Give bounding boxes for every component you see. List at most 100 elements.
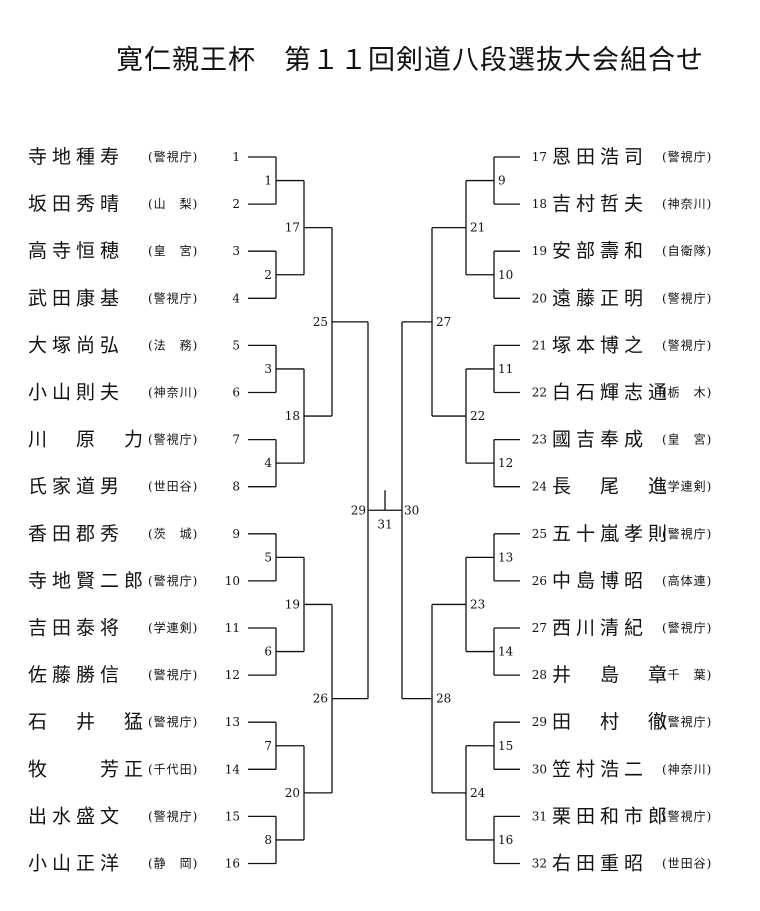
player-seed: 11 <box>225 621 240 635</box>
player-seed: 9 <box>232 527 240 541</box>
match-number: 6 <box>264 645 272 659</box>
match-number: 18 <box>285 409 300 423</box>
player-seed: 17 <box>532 150 547 164</box>
player-name: 長 尾 進 <box>552 476 672 498</box>
player-affiliation: (高体連) <box>662 573 712 588</box>
player-name: 大塚尚弘 <box>28 334 124 356</box>
player-seed: 14 <box>225 762 241 776</box>
player-affiliation: (警視庁) <box>148 714 198 729</box>
player-name: 牧 芳正 <box>28 758 148 780</box>
player-name: 小山則夫 <box>28 382 124 404</box>
match-number: 25 <box>313 315 328 329</box>
player-name: 安部壽和 <box>552 240 648 262</box>
player-seed: 16 <box>225 857 240 871</box>
player-seed: 31 <box>532 809 547 823</box>
player-affiliation: (警視庁) <box>662 526 712 541</box>
final-match-number: 31 <box>377 517 392 531</box>
player-name: 西川清紀 <box>552 617 648 639</box>
player-name: 恩田浩司 <box>552 146 648 168</box>
player-name: 坂田秀晴 <box>28 193 124 215</box>
player-affiliation: (警視庁) <box>662 714 712 729</box>
player-name: 右田重昭 <box>552 853 648 875</box>
player-seed: 18 <box>532 197 547 211</box>
player-name: 香田郡秀 <box>28 523 124 545</box>
player-name: 寺地種寿 <box>28 146 124 168</box>
player-name: 栗田和市郎 <box>552 805 672 827</box>
player-affiliation: (神奈川) <box>148 386 198 400</box>
match-number: 23 <box>470 597 485 611</box>
player-seed: 19 <box>532 244 547 258</box>
player-affiliation: (学連剣) <box>148 620 198 635</box>
match-number: 24 <box>470 786 486 800</box>
player-name: 白石輝志通 <box>552 382 672 404</box>
player-affiliation: (警視庁) <box>148 573 198 588</box>
player-name: 中島博昭 <box>552 570 648 592</box>
player-name: 高寺恒穂 <box>28 240 124 262</box>
player-affiliation: (皇 宮) <box>148 243 198 258</box>
match-number: 13 <box>498 550 513 564</box>
match-number: 15 <box>498 739 513 753</box>
player-seed: 4 <box>232 291 240 305</box>
player-affiliation: (千代田) <box>148 762 198 776</box>
player-name: 國吉奉成 <box>552 429 648 451</box>
match-number: 14 <box>498 645 514 659</box>
player-affiliation: (警視庁) <box>662 290 712 305</box>
player-seed: 25 <box>532 527 547 541</box>
player-seed: 23 <box>532 433 547 447</box>
player-name: 吉村哲夫 <box>552 193 648 215</box>
player-seed: 24 <box>532 480 548 494</box>
player-affiliation: (世田谷) <box>148 480 198 494</box>
player-affiliation: (警視庁) <box>148 667 198 682</box>
player-name: 井 島 章 <box>552 664 672 686</box>
player-affiliation: (警視庁) <box>148 808 198 823</box>
player-affiliation: (神奈川) <box>662 197 712 211</box>
player-affiliation: (法 務) <box>148 338 198 352</box>
player-seed: 8 <box>232 480 240 494</box>
player-name: 小山正洋 <box>28 853 124 875</box>
player-affiliation: (警視庁) <box>148 290 198 305</box>
player-affiliation: (警視庁) <box>148 149 198 164</box>
match-number: 27 <box>436 315 451 329</box>
match-number: 30 <box>404 503 419 517</box>
player-affiliation: (警視庁) <box>662 620 712 635</box>
player-seed: 13 <box>225 715 240 729</box>
player-affiliation: (警視庁) <box>662 808 712 823</box>
match-number: 8 <box>264 833 272 847</box>
match-number: 20 <box>285 786 300 800</box>
player-affiliation: (茨 城) <box>148 527 198 541</box>
player-seed: 1 <box>232 150 240 164</box>
match-number: 11 <box>498 362 513 376</box>
player-seed: 15 <box>225 809 240 823</box>
player-name: 石 井 猛 <box>28 711 148 733</box>
match-number: 28 <box>436 692 451 706</box>
player-name: 吉田泰将 <box>28 617 124 639</box>
page-title: 寛仁親王杯 第１１回剣道八段選抜大会組合せ <box>116 45 704 76</box>
player-seed: 29 <box>532 715 547 729</box>
match-number: 9 <box>498 174 506 188</box>
player-seed: 5 <box>232 338 240 352</box>
match-number: 5 <box>264 550 272 564</box>
player-name: 佐藤勝信 <box>28 664 124 686</box>
match-number: 21 <box>470 221 485 235</box>
match-number: 4 <box>264 456 272 470</box>
player-seed: 22 <box>532 386 547 400</box>
match-number: 26 <box>313 692 328 706</box>
player-affiliation: (警視庁) <box>148 432 198 447</box>
player-seed: 28 <box>532 668 547 682</box>
player-seed: 10 <box>225 574 240 588</box>
player-name: 塚本博之 <box>552 334 648 356</box>
player-affiliation: (静 岡) <box>148 857 198 871</box>
player-seed: 27 <box>532 621 547 635</box>
match-number: 17 <box>285 221 300 235</box>
player-seed: 12 <box>225 668 240 682</box>
player-seed: 32 <box>532 857 547 871</box>
match-number: 22 <box>470 409 485 423</box>
player-name: 笠村浩二 <box>552 758 648 780</box>
player-seed: 3 <box>232 244 240 258</box>
match-number: 3 <box>264 362 272 376</box>
player-seed: 26 <box>532 574 547 588</box>
player-affiliation: (皇 宮) <box>662 432 712 447</box>
player-affiliation: (山 梨) <box>148 197 198 211</box>
player-name: 武田康基 <box>28 287 124 309</box>
